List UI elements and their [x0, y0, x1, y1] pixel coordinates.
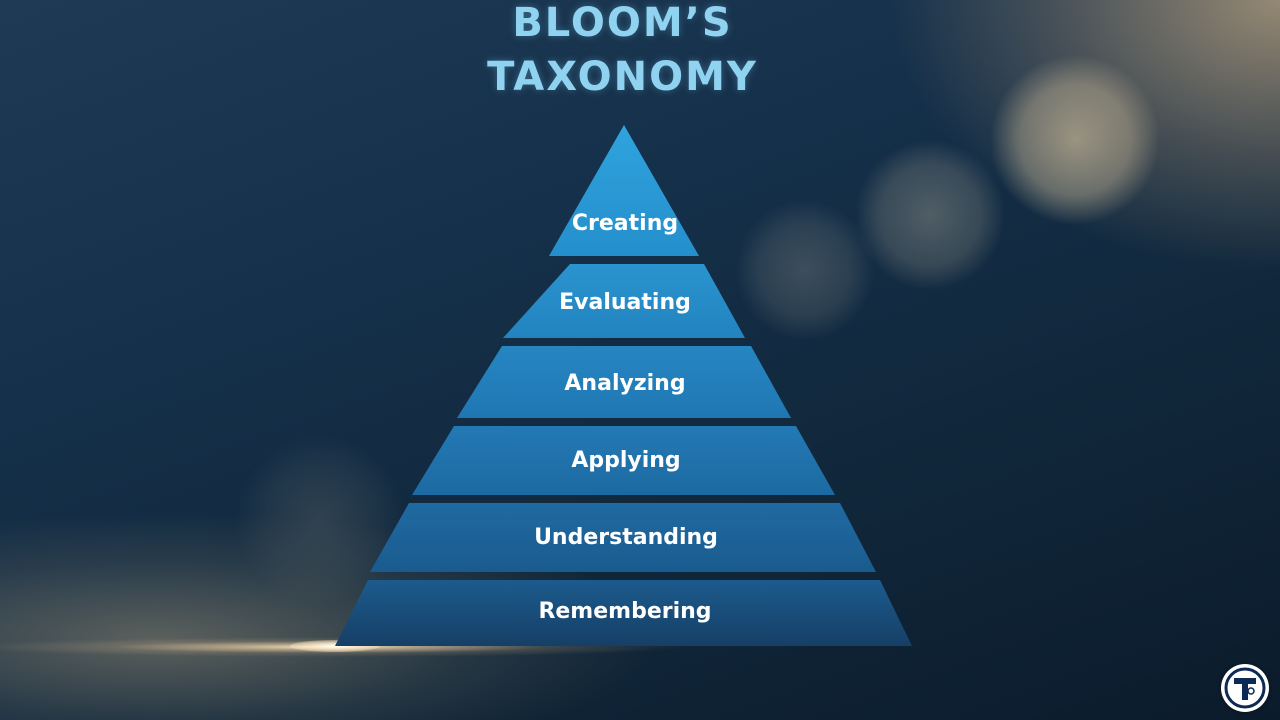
- tier-analyzing-shape: [457, 346, 791, 418]
- tier-remembering-shape: [335, 580, 912, 646]
- title-line-1: BLOOM’S: [512, 0, 733, 46]
- tier-label-creating: Creating: [572, 211, 678, 236]
- t-brand-logo-icon: [1221, 664, 1269, 712]
- tier-label-understanding: Understanding: [534, 525, 718, 550]
- tier-understanding-shape: [370, 503, 876, 572]
- tier-label-applying: Applying: [571, 448, 680, 473]
- tier-label-evaluating: Evaluating: [559, 290, 691, 315]
- tier-label-analyzing: Analyzing: [564, 371, 685, 396]
- tier-applying-shape: [412, 426, 835, 495]
- tier-evaluating-shape: [503, 264, 745, 338]
- title-line-2: TAXONOMY: [487, 54, 758, 100]
- tier-creating-shape: [549, 125, 699, 256]
- tier-label-remembering: Remembering: [538, 599, 711, 624]
